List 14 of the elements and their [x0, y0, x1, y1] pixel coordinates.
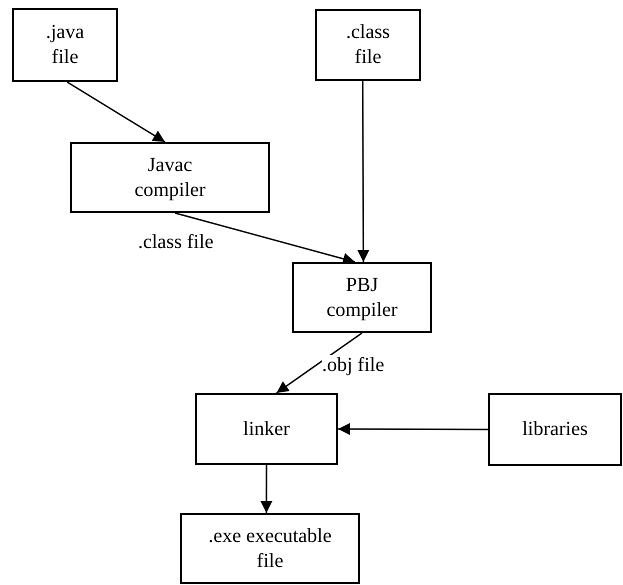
- arrow: [276, 332, 362, 394]
- arrow: [260, 465, 272, 513]
- arrow: [174, 212, 356, 265]
- process-box: PBJ compiler: [292, 262, 432, 333]
- arrow: [66, 81, 166, 143]
- process-box: libraries: [488, 393, 622, 466]
- process-box: .class file: [315, 9, 421, 81]
- edge-label: .obj file: [322, 355, 384, 375]
- arrow: [338, 423, 488, 436]
- arrow: [357, 81, 370, 262]
- process-box: .exe executable file: [180, 513, 360, 584]
- process-box: linker: [195, 393, 338, 465]
- process-box: .java file: [12, 8, 118, 82]
- process-box: Javac compiler: [70, 142, 270, 213]
